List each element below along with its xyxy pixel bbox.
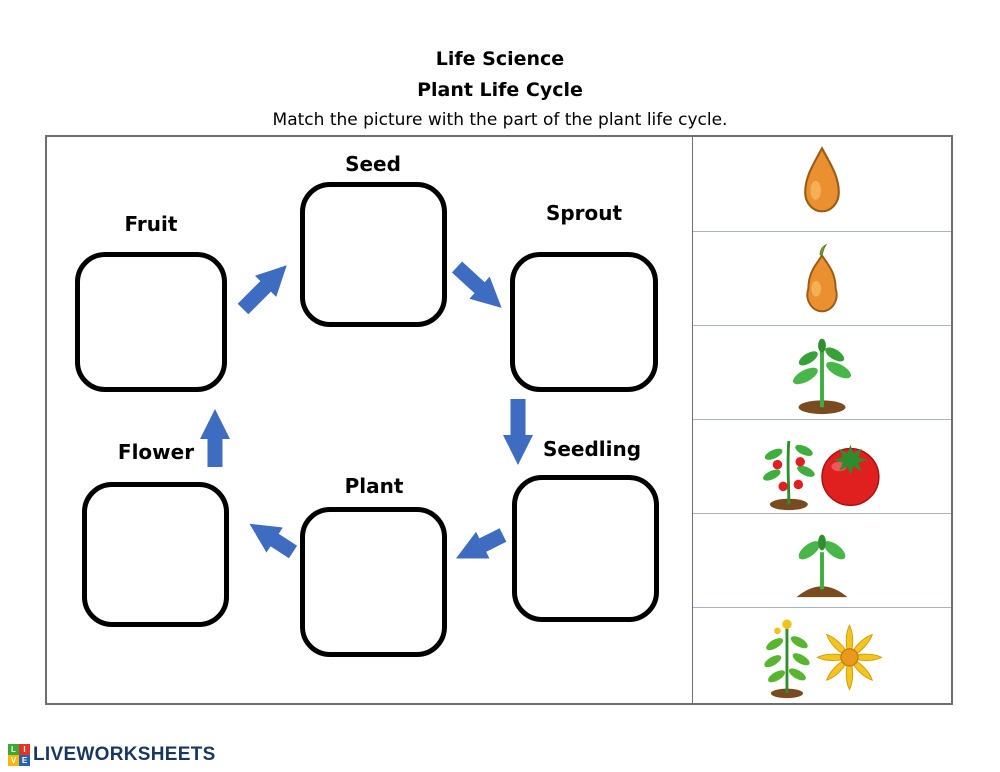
young-plant-image	[796, 534, 848, 598]
stage-label-seed: Seed	[345, 152, 401, 176]
answer-cell-sprout[interactable]	[693, 231, 951, 326]
page-subtitle: Plant Life Cycle	[417, 79, 583, 101]
stage-label-plant: Plant	[344, 474, 404, 498]
page-title: Life Science	[435, 48, 565, 70]
instructions-text: Match the picture with the part of the p…	[272, 110, 728, 130]
answer-cell-seedling[interactable]	[693, 325, 951, 420]
plant-with-yellow-flower-image	[764, 619, 883, 699]
cycle-arrows	[200, 261, 533, 559]
answer-cell-flower[interactable]	[693, 607, 951, 702]
seed-image	[804, 146, 840, 213]
drop-box-seedling[interactable]	[512, 475, 659, 622]
answer-cell-fruit[interactable]	[693, 419, 951, 514]
stage-label-seedling: Seedling	[542, 437, 642, 461]
logo-letter-e: E	[19, 755, 30, 766]
liveworksheets-logo-icon: L I V E	[8, 744, 30, 766]
drop-box-seed[interactable]	[300, 182, 447, 327]
answer-cell-plant[interactable]	[693, 513, 951, 608]
drop-box-flower[interactable]	[82, 482, 229, 627]
tomato-plant-and-tomato-image	[763, 440, 880, 511]
brand-text: LIVEWORKSHEETS	[33, 744, 216, 765]
seedling-image	[792, 338, 852, 415]
answer-cell-seed[interactable]	[693, 137, 951, 231]
answer-column-divider	[692, 137, 693, 703]
arrow-seedling-to-plant	[455, 528, 507, 559]
stage-label-sprout: Sprout	[545, 201, 623, 225]
logo-letter-i: I	[19, 744, 30, 755]
arrow-plant-to-flower	[249, 523, 298, 559]
arrow-seed-to-sprout	[451, 261, 502, 308]
worksheet-frame: Seed Sprout Seedling Plant Flower Fruit	[45, 135, 953, 705]
drop-box-fruit[interactable]	[75, 252, 227, 392]
stage-label-flower: Flower	[117, 440, 195, 464]
logo-letter-l: L	[8, 744, 19, 755]
drop-box-plant[interactable]	[300, 507, 447, 657]
arrow-fruit-to-seed	[237, 265, 287, 315]
stage-label-fruit: Fruit	[124, 212, 178, 236]
sprout-image	[806, 243, 838, 313]
drop-box-sprout[interactable]	[510, 252, 658, 392]
logo-letter-v: V	[8, 755, 19, 766]
